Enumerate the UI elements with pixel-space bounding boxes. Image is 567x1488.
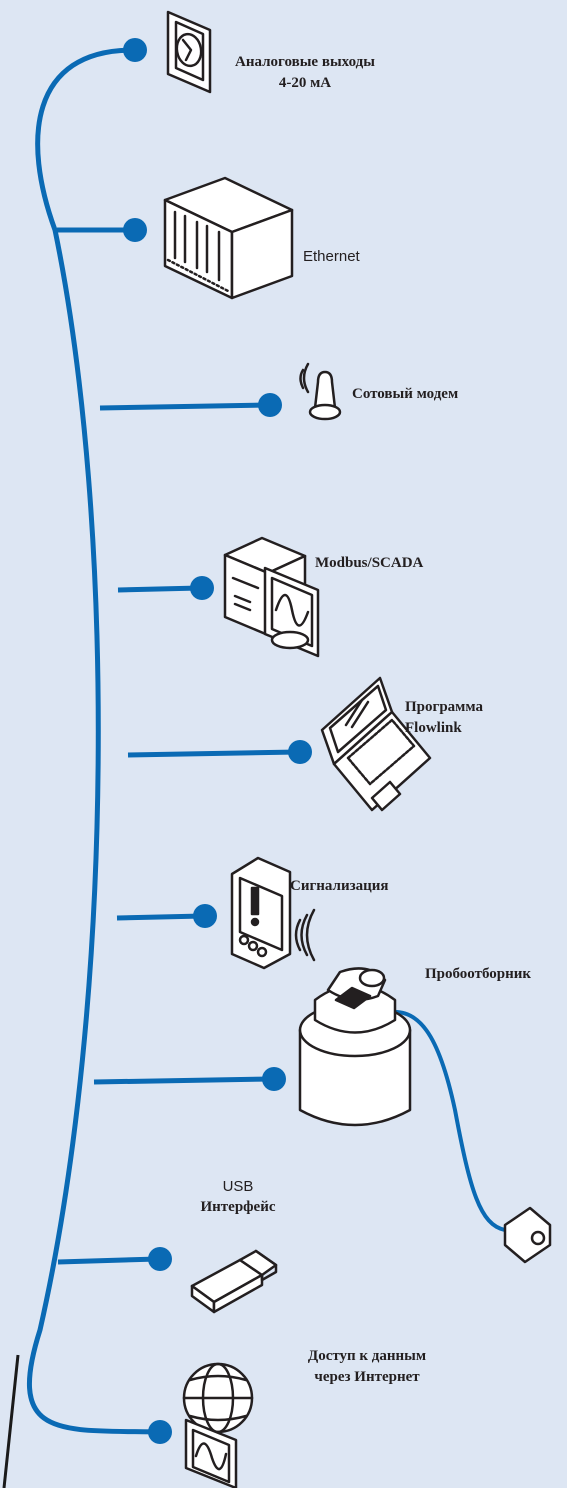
node-dot-cellular [258,393,282,417]
label-cellular: Сотовый модем [352,386,459,402]
antenna-icon [299,362,342,421]
globe-chart-icon [182,1362,254,1488]
node-dot-web [148,1420,172,1444]
branch-flowlink [127,749,299,758]
node-dot-ethernet [123,218,147,242]
branch-modbus [117,585,201,593]
sampler-cable [377,1009,506,1232]
usb-stick-icon [190,1249,278,1314]
label-usb: USB Интерфейс [200,1178,276,1215]
sampler-icon [298,967,552,1264]
label-analog: Аналоговые выходы 4-20 мА [235,54,375,91]
label-ethernet: Ethernet [303,248,360,265]
pager-icon [230,856,316,970]
node-dot-usb [148,1247,172,1271]
node-dot-analog [123,38,147,62]
label-web: Доступ к данным через Интернет [307,1348,427,1385]
label-alarm: Сигнализация [290,878,389,894]
node-dot-modbus [190,576,214,600]
label-modbus: Modbus/SCADA [315,555,424,571]
backbone-line [27,47,161,1435]
node-dot-sampler [262,1067,286,1091]
label-sampler: Пробоотборник [425,966,532,982]
ethernet-rack-icon [163,176,294,300]
laptop-icon [320,676,432,812]
branch-sampler [93,1076,273,1085]
computer-icon [223,536,320,658]
label-flowlink: Программа Flowlink [405,699,483,736]
backbone-tail [2,1354,20,1488]
node-dot-flowlink [288,740,312,764]
analog-output-icon [166,10,212,94]
branch-cellular [99,402,269,411]
branch-usb [57,1256,159,1265]
branch-alarm [116,913,204,921]
node-dot-alarm [193,904,217,928]
